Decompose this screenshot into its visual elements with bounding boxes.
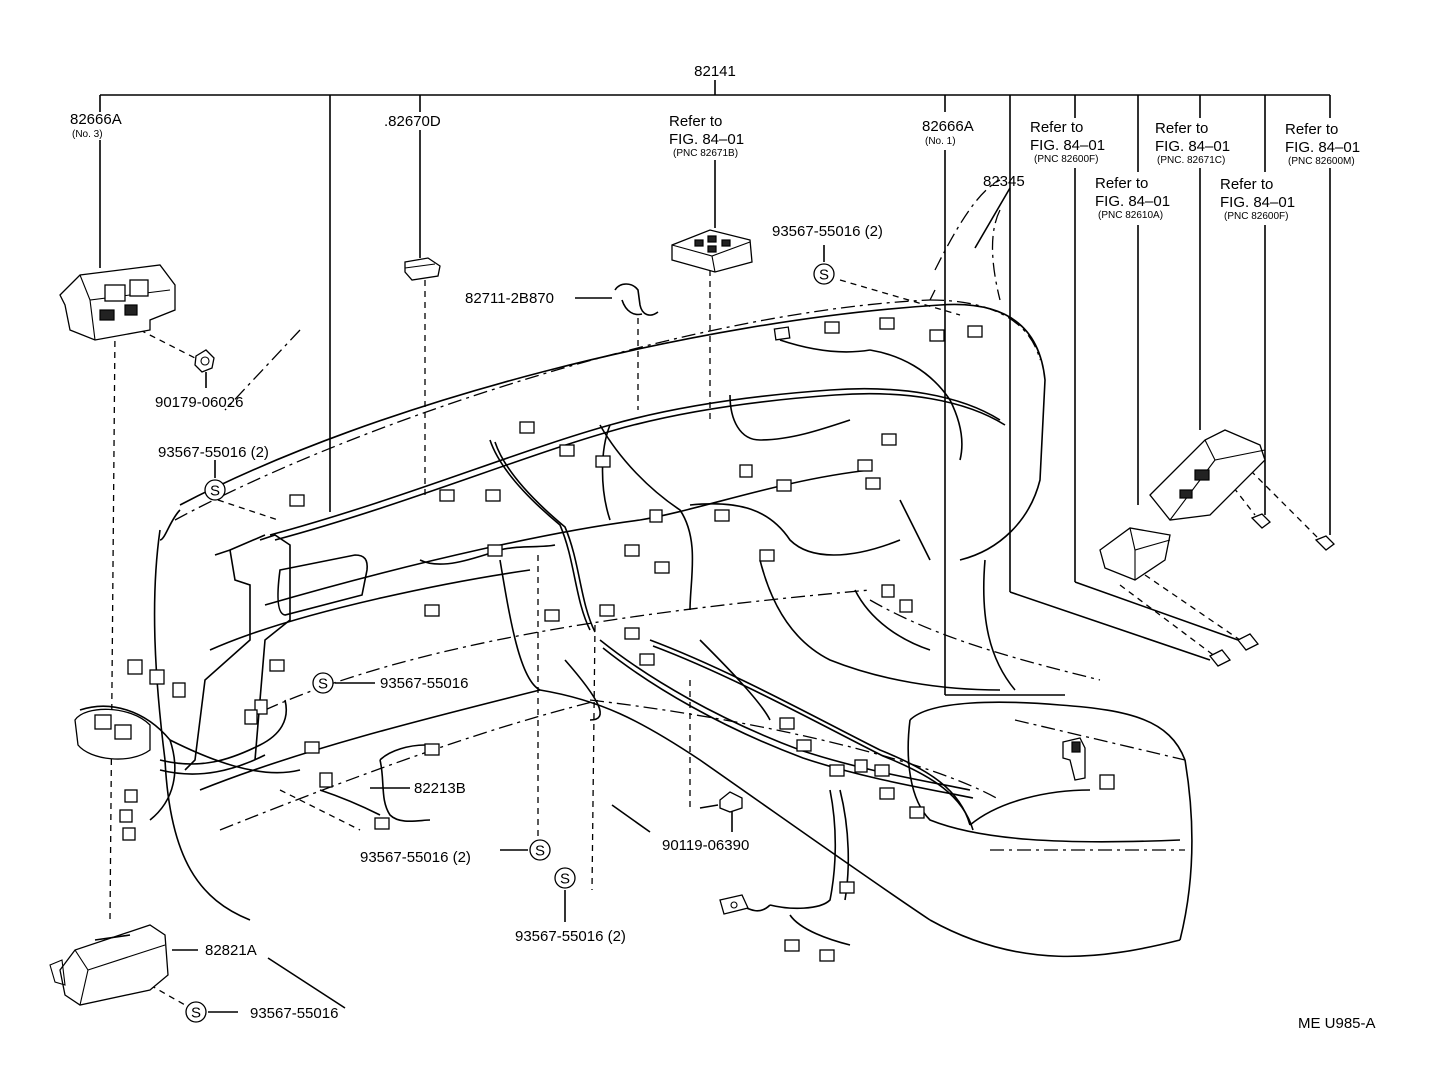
label-screw-connector: 93567-55016 bbox=[250, 1005, 338, 1022]
label-82666a-no1-note: (No. 1) bbox=[925, 136, 956, 147]
label-82345: 82345 bbox=[983, 173, 1025, 190]
label-90179: 90179-06026 bbox=[155, 394, 243, 411]
part-console-connector bbox=[1062, 737, 1086, 781]
ref-82600f-b-line1: Refer to bbox=[1220, 176, 1273, 193]
part-left-cluster bbox=[74, 708, 151, 760]
label-82666a-no3: 82666A bbox=[70, 111, 122, 128]
dashboard-outline bbox=[174, 179, 1186, 851]
ref-82600f-a-pnc: (PNC 82600F) bbox=[1034, 154, 1098, 165]
ref-82671b-line1: Refer to bbox=[669, 113, 722, 130]
svg-text:S: S bbox=[210, 483, 220, 500]
leader-lines bbox=[99, 80, 1331, 1013]
ref-82600m-line2: FIG. 84–01 bbox=[1285, 139, 1360, 156]
screw-s-mid: S bbox=[312, 672, 334, 694]
label-82666a-no3-note: (No. 3) bbox=[72, 129, 103, 140]
part-82821a bbox=[49, 924, 169, 1006]
harness-connectors bbox=[119, 317, 1115, 962]
label-82666a-no1: 82666A bbox=[922, 118, 974, 135]
part-small-plugs bbox=[1208, 513, 1335, 667]
label-82213b: 82213B bbox=[414, 780, 466, 797]
ref-82600m-pnc: (PNC 82600M) bbox=[1288, 156, 1355, 167]
main-part-number: 82141 bbox=[694, 63, 736, 80]
part-82610a-switch bbox=[1099, 527, 1171, 581]
part-82670d bbox=[404, 257, 441, 281]
svg-text:S: S bbox=[560, 871, 570, 888]
label-screw-bottom: 93567-55016 (2) bbox=[515, 928, 626, 945]
ref-82600f-a-line1: Refer to bbox=[1030, 119, 1083, 136]
label-screw-bottom-left: 93567-55016 (2) bbox=[360, 849, 471, 866]
screw-symbols: S S S S S S bbox=[185, 263, 835, 1023]
ref-82600f-b-pnc: (PNC 82600F) bbox=[1224, 211, 1288, 222]
ref-82600f-a-line2: FIG. 84–01 bbox=[1030, 137, 1105, 154]
ref-82610a-line2: FIG. 84–01 bbox=[1095, 193, 1170, 210]
svg-text:S: S bbox=[191, 1005, 201, 1022]
label-screw-mid: 93567-55016 bbox=[380, 675, 468, 692]
label-90119: 90119-06390 bbox=[662, 837, 749, 854]
label-82821a: 82821A bbox=[205, 942, 257, 959]
part-90119-bolt bbox=[699, 791, 743, 813]
diagram-reference-code: ME U985-A bbox=[1298, 1015, 1376, 1032]
label-screw-left: 93567-55016 (2) bbox=[158, 444, 269, 461]
dashboard-body bbox=[153, 303, 1193, 958]
ref-82600f-b-line2: FIG. 84–01 bbox=[1220, 194, 1295, 211]
screw-s-bottom-left: S bbox=[529, 839, 551, 861]
screw-s-bottom: S bbox=[554, 867, 576, 889]
label-screw-top: 93567-55016 (2) bbox=[772, 223, 883, 240]
part-ground-bracket bbox=[719, 894, 749, 915]
ref-82600m-line1: Refer to bbox=[1285, 121, 1338, 138]
screw-s-top: S bbox=[813, 263, 835, 285]
screw-s-connector: S bbox=[185, 1001, 207, 1023]
part-82671c-switch bbox=[1149, 429, 1266, 521]
ref-82671c-line2: FIG. 84–01 bbox=[1155, 138, 1230, 155]
svg-text:S: S bbox=[819, 267, 829, 284]
wire-harness bbox=[79, 339, 1091, 946]
ref-82610a-pnc: (PNC 82610A) bbox=[1098, 210, 1163, 221]
svg-text:S: S bbox=[318, 676, 328, 693]
part-82666a-no3 bbox=[59, 264, 176, 341]
ref-82671b-line2: FIG. 84–01 bbox=[669, 131, 744, 148]
assembly-lines bbox=[109, 270, 1321, 1006]
part-90179-nut bbox=[194, 349, 215, 373]
part-82711-clamp bbox=[614, 283, 659, 316]
ref-82671c-pnc: (PNC. 82671C) bbox=[1157, 155, 1225, 166]
part-labels: 82141 82666A (No. 3) .82670D Refer to FI… bbox=[70, 63, 1376, 1032]
screw-s-left: S bbox=[204, 479, 226, 501]
part-82671b-junction bbox=[671, 229, 753, 273]
svg-text:S: S bbox=[535, 843, 545, 860]
ref-82610a-line1: Refer to bbox=[1095, 175, 1148, 192]
ref-82671c-line1: Refer to bbox=[1155, 120, 1208, 137]
label-82711: 82711-2B870 bbox=[465, 290, 554, 307]
label-82670d: .82670D bbox=[384, 113, 441, 130]
ref-82671b-pnc: (PNC 82671B) bbox=[673, 148, 738, 159]
